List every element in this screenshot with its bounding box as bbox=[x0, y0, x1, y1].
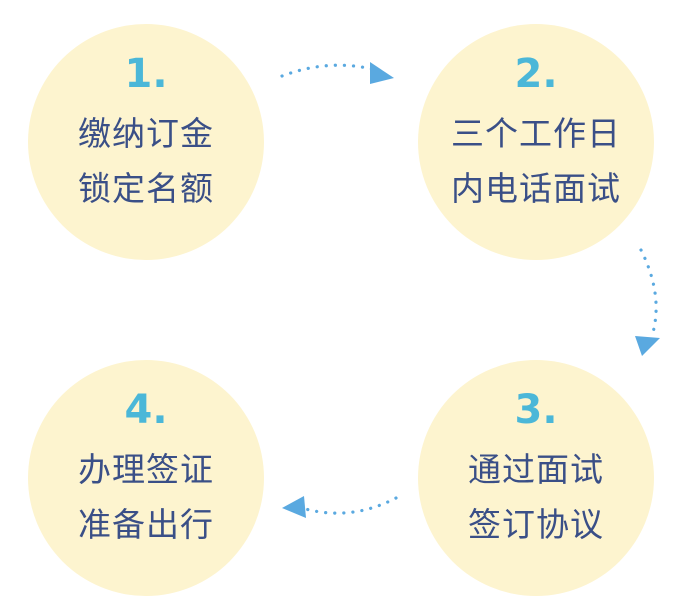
arrow-3-to-4-icon bbox=[300, 496, 398, 515]
step-2-line-1: 三个工作日 bbox=[451, 114, 621, 153]
arrow-3-to-4-head-icon bbox=[282, 496, 306, 518]
step-4-circle: 4. 办理签证 准备出行 bbox=[28, 360, 264, 596]
step-4-number: 4. bbox=[124, 387, 168, 433]
step-4-line-2: 准备出行 bbox=[78, 505, 214, 544]
step-3-line-1: 通过面试 bbox=[468, 450, 604, 489]
step-1-number: 1. bbox=[124, 51, 168, 97]
step-3-circle: 3. 通过面试 签订协议 bbox=[418, 360, 654, 596]
step-2-line-2: 内电话面试 bbox=[451, 169, 621, 208]
step-1-circle: 1. 缴纳订金 锁定名额 bbox=[28, 24, 264, 260]
step-1-line-2: 锁定名额 bbox=[78, 169, 214, 208]
arrow-2-to-3-icon bbox=[639, 248, 658, 338]
step-4-line-1: 办理签证 bbox=[78, 450, 214, 489]
step-2-circle: 2. 三个工作日 内电话面试 bbox=[418, 24, 654, 260]
arrow-1-to-2-head-icon bbox=[370, 62, 394, 84]
arrow-2-to-3-head-icon bbox=[635, 336, 660, 356]
arrow-1-to-2-icon bbox=[280, 63, 378, 78]
step-3-number: 3. bbox=[514, 387, 558, 433]
step-1-line-1: 缴纳订金 bbox=[78, 114, 214, 153]
step-2-number: 2. bbox=[514, 51, 558, 97]
step-3-line-2: 签订协议 bbox=[468, 505, 604, 544]
